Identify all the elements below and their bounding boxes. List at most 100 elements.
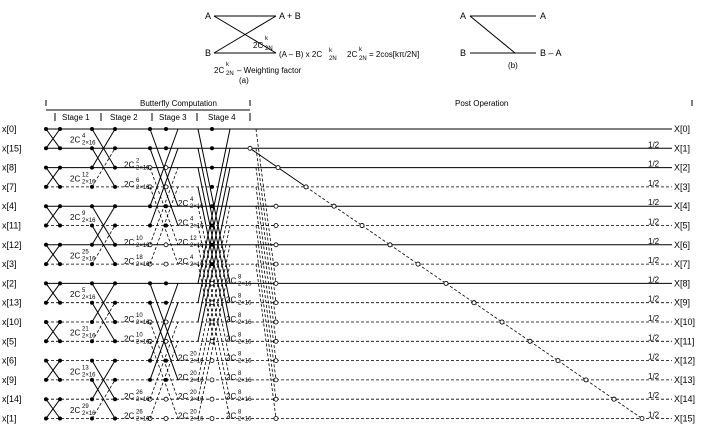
stage1-cross (45, 283, 61, 303)
butterfly-crossings (45, 128, 231, 419)
half-label: 1/2 (648, 237, 660, 246)
node (113, 146, 117, 151)
stage4-coef-sub: 2×16 (238, 281, 252, 287)
node (210, 223, 214, 228)
stage1-coef-sup: 5 (82, 288, 86, 294)
post-operation-paths (247, 128, 645, 421)
stage3-coef-sup: 4 (190, 197, 194, 203)
butterfly-b-input-bottom: B (460, 48, 466, 58)
post-bundle-line (255, 186, 277, 342)
stage2-coef-sub: 2×16 (136, 166, 150, 172)
stage4-coef-sub: 2×16 (238, 359, 252, 365)
stage3-cross (149, 341, 179, 419)
stage1-coef-sup: 21 (82, 327, 89, 333)
input-label: x[9] (2, 375, 17, 385)
stage3-cross (149, 128, 179, 207)
node (163, 416, 169, 421)
input-label: x[10] (2, 317, 22, 327)
post-bundle-line (255, 206, 277, 361)
butterfly-a-factor-sup: k (226, 62, 230, 68)
stage3-coef-sub: 2×16 (190, 243, 204, 249)
post-node (303, 184, 309, 190)
stage2-coef-sup: 2 (136, 159, 140, 165)
post-node (331, 203, 337, 209)
stage2-coef-sub: 2×16 (136, 262, 150, 268)
node (113, 223, 117, 228)
stage4-cross (197, 167, 231, 323)
stage4-coef: 2C (226, 392, 236, 401)
stage4-coef: 2C (226, 334, 236, 343)
stage2-coef-sup: 10 (136, 236, 143, 242)
stage1-coef-sup: 29 (82, 404, 89, 410)
post-node (639, 416, 645, 421)
node (210, 242, 214, 247)
stage3-coef-sup: 4 (190, 255, 194, 261)
node (164, 223, 168, 228)
stage4-cross (197, 225, 231, 380)
post-node (583, 377, 589, 383)
stage2-coef: 2C (124, 334, 134, 343)
stage3-coef-sub: 2×16 (190, 262, 204, 268)
butterfly-a-weight-sub: 2N (265, 46, 273, 52)
post-node (275, 165, 281, 171)
stage3-coef-sup: 20 (190, 390, 197, 396)
butterfly-a-factor-sub: 2N (226, 71, 234, 77)
stage4-coef-sub: 2×16 (238, 301, 252, 307)
stage4-cross (197, 128, 231, 284)
post-node (273, 319, 279, 325)
stage3-coef-sub: 2×16 (190, 204, 204, 210)
post-diagonal (473, 302, 503, 323)
post-diagonal (417, 263, 447, 284)
output-label: X[7] (674, 259, 690, 269)
post-bundle-line (255, 128, 277, 284)
half-label: 1/2 (648, 256, 660, 265)
stage1-coef: 2C (70, 329, 80, 338)
post-bundle-line (255, 264, 277, 419)
stage3-coef: 2C (178, 412, 188, 421)
stage1-coef: 2C (70, 251, 80, 260)
node (209, 338, 215, 344)
stage3-cross (149, 321, 179, 400)
stage2-coef-sub: 2×16 (136, 417, 150, 423)
output-label: X[11] (674, 336, 694, 346)
stage3-coef: 2C (178, 238, 188, 247)
output-label: X[1] (674, 143, 690, 153)
stage2-cross (91, 205, 116, 246)
stage2-coef: 2C (124, 392, 134, 401)
stage2-coef-sub: 2×16 (136, 243, 150, 249)
post-section-title: Post Operation (455, 99, 508, 108)
stage1-coef: 2C (70, 174, 80, 183)
stage4-cross (197, 264, 231, 419)
stage3-coef: 2C (178, 257, 188, 266)
stage-label-3: Stage 3 (159, 113, 187, 122)
node (164, 127, 168, 131)
post-diagonal (389, 244, 419, 265)
stage2-coef: 2C (124, 180, 134, 189)
post-diagonal (613, 398, 643, 419)
signal-rows: x[0]X[0]x[15]X[1]1/2x[8]X[2]1/2x[7]X[3]1… (2, 124, 695, 424)
input-label: x[6] (2, 356, 17, 366)
stage1-coef-sub: 2×16 (82, 218, 96, 224)
stage3-coef-sub: 2×16 (190, 397, 204, 403)
stage2-cross (91, 225, 116, 265)
post-node (273, 223, 279, 228)
stage4-coef-sup: 8 (238, 390, 242, 396)
stage4-coef: 2C (226, 276, 236, 285)
stage1-coef-sub: 2×16 (82, 179, 96, 185)
stage-label-4: Stage 4 (208, 113, 236, 122)
node (164, 300, 168, 305)
butterfly-a-formula-sup: k (359, 47, 363, 53)
stage3-cross (149, 148, 179, 226)
node (210, 262, 214, 267)
stage1-cross (45, 205, 61, 226)
post-node (273, 396, 279, 402)
post-node (471, 300, 477, 306)
post-diagonal (305, 186, 335, 207)
post-node (273, 338, 279, 344)
stage4-coef: 2C (226, 354, 236, 363)
node (209, 319, 215, 325)
post-node (273, 280, 279, 286)
node (210, 146, 214, 151)
